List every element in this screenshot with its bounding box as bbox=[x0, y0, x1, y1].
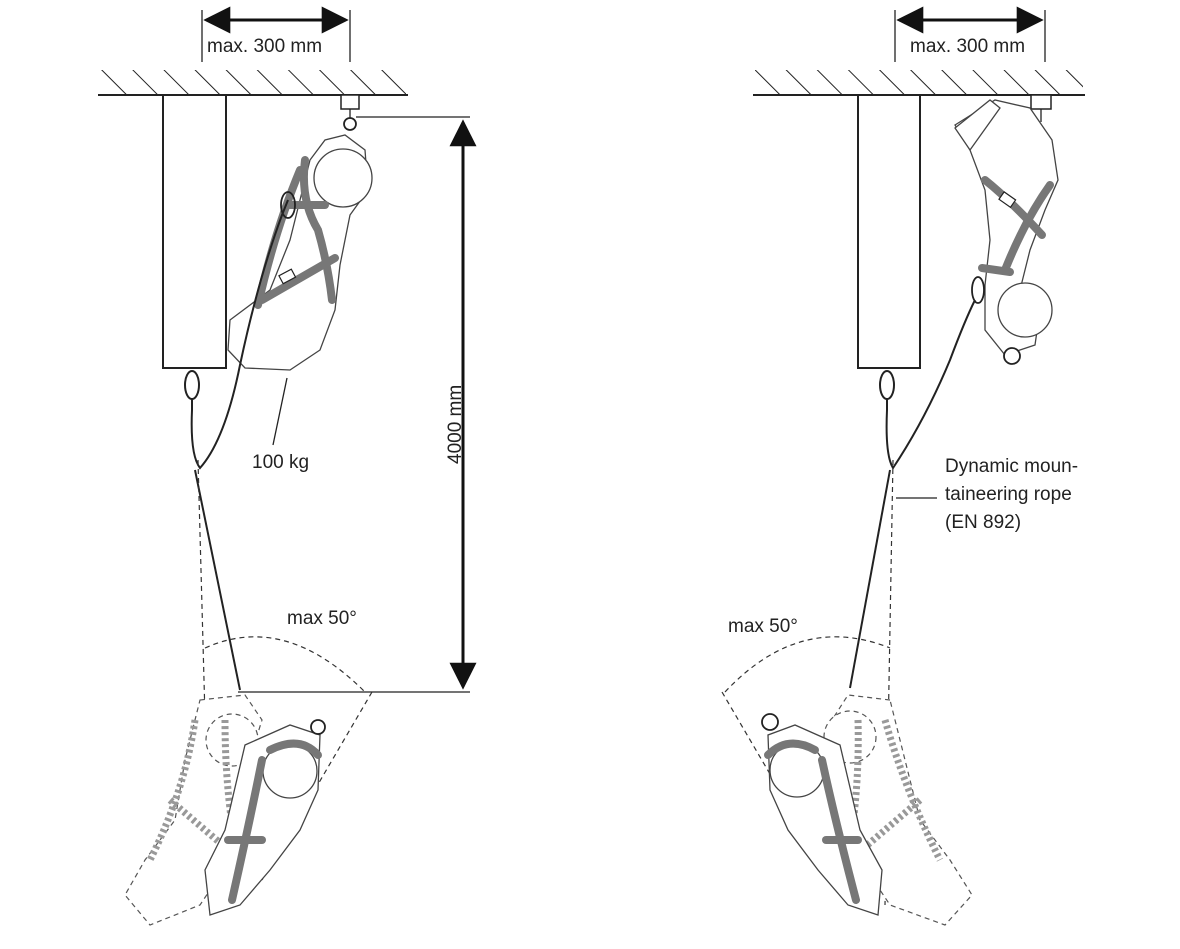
right-setup: max. 300 mm Dynamic moun- taineering rop… bbox=[721, 6, 1085, 926]
right-width-dimension bbox=[894, 6, 1046, 62]
right-test-dummy-raised bbox=[954, 99, 1059, 365]
mass-label: 100 kg bbox=[252, 452, 309, 473]
right-test-dummy-fallen bbox=[761, 694, 973, 926]
left-ceiling-anchor bbox=[340, 94, 360, 131]
rope-label-line1: Dynamic moun- bbox=[945, 456, 1078, 477]
right-angle-label: max 50° bbox=[728, 616, 798, 637]
left-ceiling bbox=[98, 70, 408, 96]
right-mounting-column bbox=[857, 94, 921, 369]
left-rope bbox=[184, 199, 289, 691]
right-ceiling bbox=[753, 70, 1085, 96]
mass-leader-line bbox=[272, 377, 288, 446]
left-mounting-column bbox=[162, 94, 227, 369]
right-ceiling-anchor bbox=[1030, 94, 1052, 122]
right-rope bbox=[849, 299, 976, 689]
left-width-dimension bbox=[201, 6, 351, 62]
left-setup: max. 300 mm 4000 mm bbox=[98, 6, 477, 926]
left-angle-label: max 50° bbox=[287, 608, 357, 629]
left-width-label: max. 300 mm bbox=[207, 36, 322, 57]
right-width-label: max. 300 mm bbox=[910, 36, 1025, 57]
left-test-dummy-raised bbox=[227, 134, 373, 371]
left-height-dimension bbox=[238, 116, 477, 693]
rope-label-line3: (EN 892) bbox=[945, 512, 1021, 533]
left-test-dummy-fallen bbox=[124, 694, 326, 926]
rope-label-line2: taineering rope bbox=[945, 484, 1072, 505]
drop-height-label: 4000 mm bbox=[445, 385, 466, 464]
